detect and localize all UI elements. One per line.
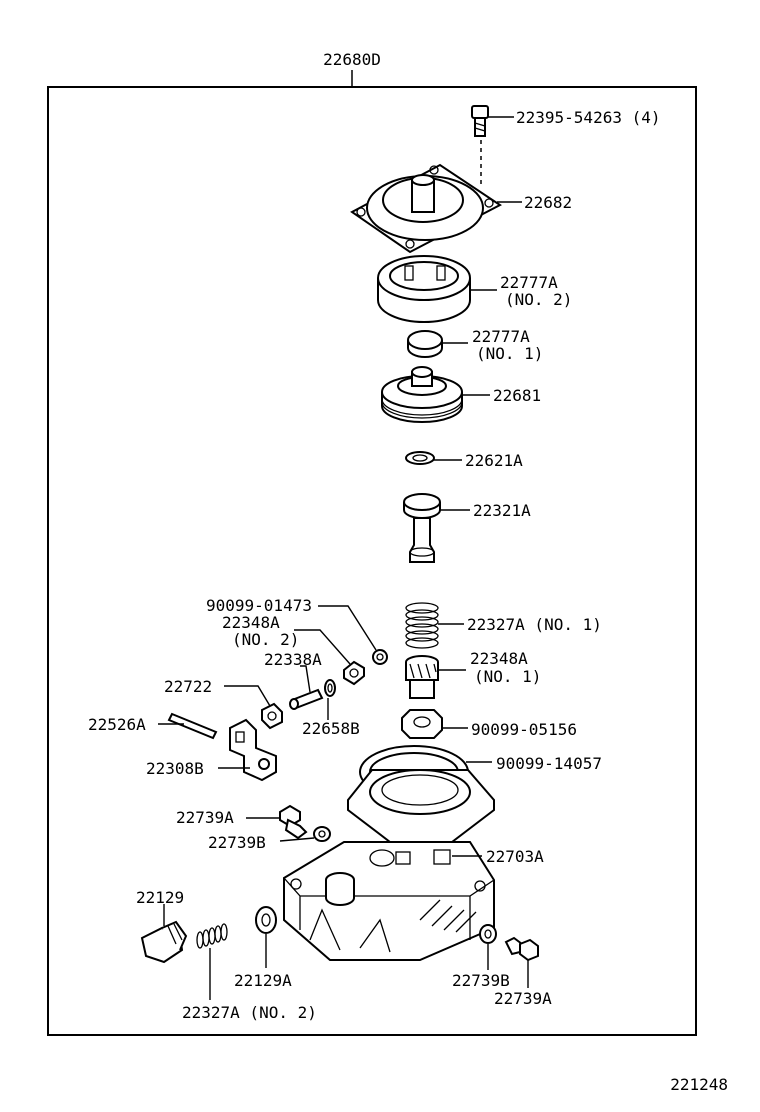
screw-right-part bbox=[504, 936, 539, 962]
bracket-part bbox=[229, 718, 277, 782]
valve-no2-note: (NO. 2) bbox=[232, 630, 299, 649]
washer-label: 22621A bbox=[465, 451, 523, 470]
washer-part bbox=[405, 451, 435, 465]
washer-right-label: 22739B bbox=[452, 971, 510, 990]
washer-left-label: 22739B bbox=[208, 833, 266, 852]
body-part bbox=[283, 769, 495, 961]
cover-part bbox=[350, 163, 502, 254]
nut-part bbox=[401, 709, 443, 739]
small-part bbox=[372, 649, 388, 665]
oring-large-label: 90099-14057 bbox=[496, 754, 602, 773]
rod-part bbox=[167, 712, 218, 740]
nut-label: 90099-05156 bbox=[471, 720, 577, 739]
screw-left-label: 22739A bbox=[176, 808, 234, 827]
pin-label: 22338A bbox=[264, 650, 322, 669]
plug-label: 22129 bbox=[136, 888, 184, 907]
valve-no2-label: 22348A bbox=[222, 613, 280, 632]
bolt-label: 22395-54263 (4) bbox=[516, 108, 661, 127]
rod-label: 22526A bbox=[88, 715, 146, 734]
screw-right-label: 22739A bbox=[494, 989, 552, 1008]
plug-part bbox=[140, 920, 188, 964]
disc-no1-note: (NO. 1) bbox=[476, 344, 543, 363]
washer-left-part bbox=[313, 826, 331, 842]
pulley-label: 22681 bbox=[493, 386, 541, 405]
washer-right-part bbox=[479, 924, 497, 944]
seat-label: 22722 bbox=[164, 677, 212, 696]
spring-no2-part bbox=[196, 923, 228, 949]
plunger-label: 22321A bbox=[473, 501, 531, 520]
pin-part bbox=[289, 688, 324, 710]
cover-label: 22682 bbox=[524, 193, 572, 212]
plug-washer-label: 22129A bbox=[234, 971, 292, 990]
spring-no2-label: 22327A (NO. 2) bbox=[182, 1003, 317, 1022]
figure-number: 221248 bbox=[670, 1075, 728, 1094]
bracket-label: 22308B bbox=[146, 759, 204, 778]
valve-no2-part bbox=[343, 660, 365, 686]
ring-small-part bbox=[324, 679, 336, 697]
plunger-part bbox=[403, 493, 441, 563]
assembly-frame bbox=[47, 86, 697, 1036]
screw-left-part bbox=[279, 804, 308, 840]
valve-no1-label: 22348A bbox=[470, 649, 528, 668]
bolt-part bbox=[471, 105, 489, 185]
assembly-number-label: 22680D bbox=[323, 50, 381, 69]
disc-no1-label: 22777A bbox=[472, 327, 530, 346]
pulley-part bbox=[381, 366, 463, 423]
plug-washer-part bbox=[255, 906, 277, 934]
ring-small-label: 22658B bbox=[302, 719, 360, 738]
seat-part bbox=[261, 702, 283, 730]
spring-no1-label: 22327A (NO. 1) bbox=[467, 615, 602, 634]
body-label: 22703A bbox=[486, 847, 544, 866]
disc-no1-part bbox=[407, 330, 443, 358]
ring-no2-label: 22777A bbox=[500, 273, 558, 292]
valve-no1-part bbox=[405, 655, 439, 699]
small-part-label: 90099-01473 bbox=[206, 596, 312, 615]
valve-no1-note: (NO. 1) bbox=[474, 667, 541, 686]
ring-no2-note: (NO. 2) bbox=[505, 290, 572, 309]
ring-no2-part bbox=[377, 255, 471, 323]
spring-no1-part bbox=[405, 602, 439, 649]
